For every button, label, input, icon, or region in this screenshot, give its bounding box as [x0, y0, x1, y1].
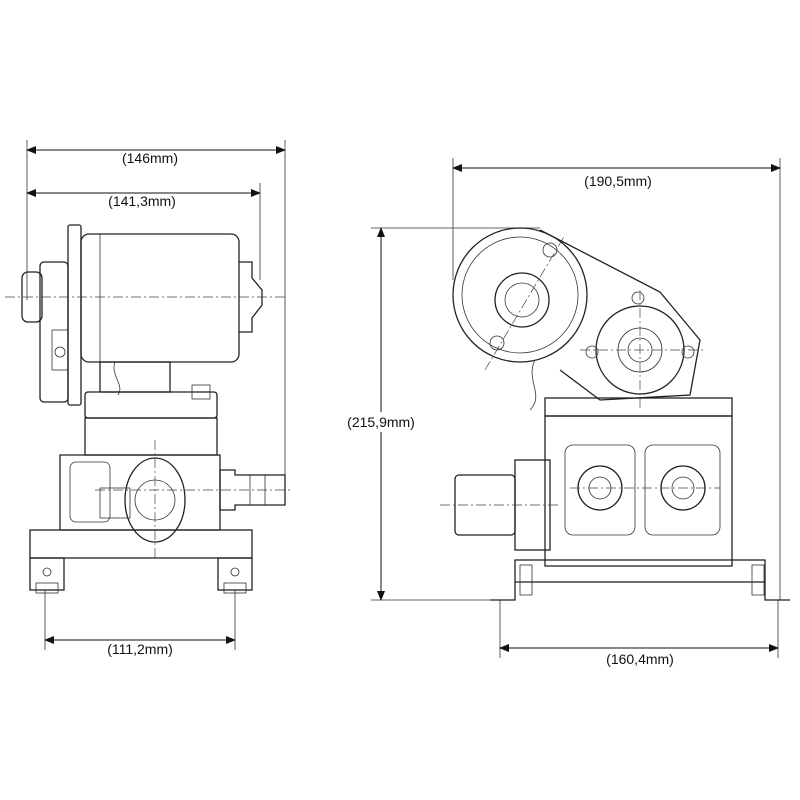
- dim-160-4mm: (160,4mm): [606, 651, 674, 667]
- belt-housing: [539, 229, 701, 401]
- motor-body: [80, 233, 240, 363]
- foot-right: [217, 557, 253, 591]
- base-plate: [29, 529, 253, 559]
- motor-end-disc: [452, 227, 588, 363]
- dim-111-2mm: (111,2mm): [107, 641, 173, 657]
- hose-barb: [219, 469, 286, 511]
- motor-flange: [67, 224, 82, 406]
- pump-body: [544, 415, 733, 567]
- foot-left: [29, 557, 65, 591]
- pump-head: [84, 417, 218, 456]
- dim-215-9mm: (215,9mm): [347, 414, 415, 430]
- base-plate-front: [514, 559, 766, 583]
- front-view: (190,5mm) (215,9mm) (160,4mm): [336, 158, 790, 667]
- dim-141-3mm: (141,3mm): [108, 193, 176, 209]
- pump-top: [544, 397, 733, 417]
- dim-190-5mm: (190,5mm): [584, 173, 652, 189]
- pump-housing: [59, 454, 221, 531]
- side-view: (146mm) (141,3mm) (111,2mm): [5, 140, 290, 657]
- dim-146mm: (146mm): [122, 150, 178, 166]
